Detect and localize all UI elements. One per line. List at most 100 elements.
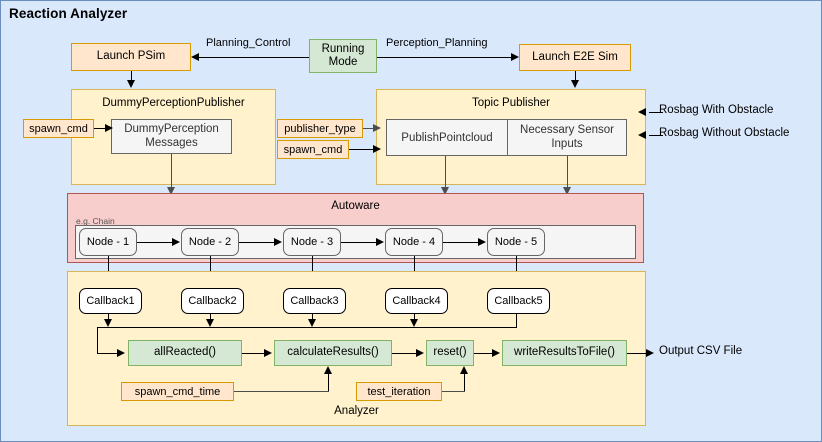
line-e2e-down [574, 71, 576, 81]
line-node3-node4 [341, 241, 377, 243]
arrow-node1-node2 [172, 237, 180, 246]
line-psim-down [130, 71, 132, 81]
page-title: Reaction Analyzer [9, 6, 128, 21]
callback-1[interactable]: Callback1 [79, 288, 142, 314]
arrow-spawncmdtime-to-calculate [324, 366, 332, 374]
arrow-dummy-to-autoware [167, 187, 175, 195]
line-testiteration-right [442, 391, 465, 393]
tag-publisher-type[interactable]: publisher_type [277, 119, 363, 138]
arrow-bus-to-allreacted [117, 348, 125, 357]
edge-label-perception-planning: Perception_Planning [386, 37, 488, 49]
line-callback1-bus [107, 314, 109, 323]
arrow-write-output [646, 348, 654, 357]
autoware-node-5[interactable]: Node - 5 [487, 228, 545, 256]
line-pointcloud-to-autoware [445, 156, 447, 192]
arrow-callback1-bus [103, 319, 112, 327]
arrow-e2e-down [570, 80, 579, 88]
autoware-node-3[interactable]: Node - 3 [283, 228, 341, 256]
callback-5[interactable]: Callback5 [487, 288, 550, 314]
edge-label-planning-control: Planning_Control [206, 37, 291, 49]
line-bus-to-allreacted [97, 352, 119, 354]
necessary-sensor-inputs-line2: Inputs [551, 137, 583, 150]
line-allreacted-calculate [242, 352, 265, 354]
autoware-node-2[interactable]: Node - 2 [181, 228, 239, 256]
arrow-psim-down [126, 80, 135, 88]
arrow-sensorinputs-to-autoware [563, 187, 571, 195]
dummy-perception-messages-box[interactable]: DummyPerception Messages [111, 119, 232, 154]
topic-publisher-title: Topic Publisher [472, 97, 550, 109]
line-testiteration-up [464, 373, 466, 391]
line-spawncmdtime-up [328, 373, 330, 391]
line-spawncmd-to-topic [349, 149, 375, 151]
arrow-testiteration-to-reset [460, 366, 468, 374]
launch-psim-box[interactable]: Launch PSim [71, 43, 191, 71]
line-rosbag-without [649, 135, 663, 137]
dummy-perception-messages-line1: DummyPerception [124, 123, 219, 136]
running-mode-line2: Mode [328, 56, 358, 68]
arrow-reset-write [492, 348, 500, 357]
arrow-rosbag-with [638, 108, 646, 116]
arrow-publishertype-to-topic [373, 124, 381, 132]
tag-spawn-cmd-topic[interactable]: spawn_cmd [277, 140, 349, 159]
dummy-perception-publisher-title: DummyPerceptionPublisher [102, 97, 245, 109]
fn-allreacted[interactable]: allReacted() [128, 340, 242, 366]
line-runningmode-to-e2e [377, 56, 511, 58]
label-output-csv-file: Output CSV File [659, 345, 743, 357]
line-node4-node5 [443, 241, 479, 243]
line-write-output [627, 352, 650, 354]
launch-e2e-sim-box[interactable]: Launch E2E Sim [519, 44, 631, 71]
label-rosbag-without-obstacle: Rosbag Without Obstacle [659, 127, 790, 139]
label-rosbag-with-obstacle: Rosbag With Obstacle [659, 104, 774, 116]
fn-reset[interactable]: reset() [426, 340, 474, 366]
arrow-node2-node3 [274, 237, 282, 246]
tag-spawn-cmd-time[interactable]: spawn_cmd_time [121, 382, 234, 401]
arrow-node3-node4 [376, 237, 384, 246]
line-callback4-bus [413, 314, 415, 323]
line-node2-node3 [239, 241, 275, 243]
arrow-to-psim [191, 52, 199, 61]
analyzer-title: Analyzer [334, 405, 379, 417]
running-mode-line1: Running [321, 42, 365, 55]
line-rosbag-with [649, 112, 663, 114]
line-sensorinputs-to-autoware [567, 156, 569, 192]
arrow-rosbag-without [638, 131, 646, 139]
callback-3[interactable]: Callback3 [283, 288, 346, 314]
publish-pointcloud-cell[interactable]: PublishPointcloud [387, 120, 508, 155]
necessary-sensor-inputs-cell[interactable]: Necessary Sensor Inputs [508, 120, 626, 155]
autoware-node-1[interactable]: Node - 1 [79, 228, 137, 256]
arrow-pointcloud-to-autoware [441, 187, 449, 195]
line-reset-write [474, 352, 493, 354]
autoware-node-4[interactable]: Node - 4 [385, 228, 443, 256]
fn-calculateresults[interactable]: calculateResults() [274, 340, 392, 366]
fn-writeresultstofile[interactable]: writeResultsToFile() [502, 340, 627, 366]
arrow-calculate-reset [416, 348, 424, 357]
callback-4[interactable]: Callback4 [385, 288, 448, 314]
line-callback5-down [515, 314, 517, 328]
tag-spawn-cmd-dummy[interactable]: spawn_cmd [23, 119, 94, 138]
tag-test-iteration[interactable]: test_iteration [356, 382, 442, 401]
line-spawncmdtime-right [234, 391, 329, 393]
topic-publisher-inner-box: PublishPointcloud Necessary Sensor Input… [386, 119, 627, 156]
running-mode-box[interactable]: Running Mode [309, 39, 377, 73]
line-callback2-bus [209, 314, 211, 323]
arrow-node4-node5 [478, 237, 486, 246]
line-callback3-bus [311, 314, 313, 323]
necessary-sensor-inputs-line1: Necessary Sensor [520, 124, 614, 137]
arrow-to-e2e [511, 52, 519, 61]
line-calculate-reset [392, 352, 417, 354]
line-dummy-to-autoware [171, 154, 173, 192]
arrow-callback2-bus [205, 319, 214, 327]
line-runningmode-to-psim [199, 56, 309, 58]
line-bus-down-left [97, 327, 99, 353]
line-callback-bus [97, 327, 516, 329]
arrow-allreacted-calculate [264, 348, 272, 357]
line-node1-node2 [137, 241, 173, 243]
autoware-subtitle: e.g. Chain [76, 216, 115, 226]
arrow-spawncmd-to-topic [373, 145, 381, 153]
line-spawncmd-to-dummy [94, 128, 108, 130]
autoware-title: Autoware [331, 200, 380, 212]
callback-2[interactable]: Callback2 [181, 288, 244, 314]
arrow-callback4-bus [409, 319, 418, 327]
arrow-callback3-bus [307, 319, 316, 327]
